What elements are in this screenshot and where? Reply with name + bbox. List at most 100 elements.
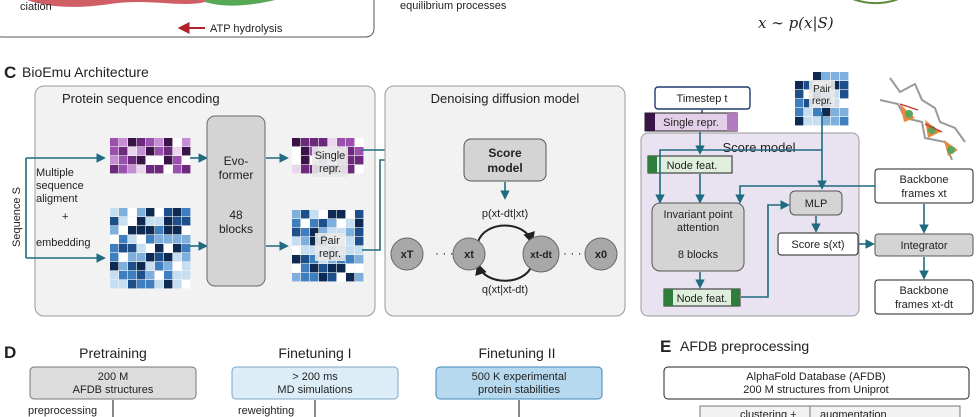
q-label: q(xt|xt-dt)	[482, 284, 528, 296]
node-feat-in-cap	[648, 156, 657, 173]
score-s-label: Score s(xt)	[791, 239, 844, 251]
plus-sign: +	[62, 211, 68, 223]
embedding-cell	[182, 208, 191, 217]
pair-repr-cell	[337, 273, 346, 282]
embedding-cell	[137, 226, 146, 235]
forward-step-arc	[475, 262, 533, 282]
encoding-title: Protein sequence encoding	[62, 91, 220, 106]
embedding-cell	[110, 271, 119, 280]
denoising-title: Denoising diffusion model	[431, 91, 580, 106]
timestep-box	[654, 86, 751, 110]
embedding-cell	[128, 262, 137, 271]
pair-repr-small-cell	[804, 90, 813, 99]
pair-repr-line-2: repr.	[319, 248, 341, 260]
pair-repr-cell	[355, 210, 364, 219]
backbone-out-line-1: Backbone	[900, 285, 949, 297]
ipa-line-2: attention	[677, 222, 719, 234]
score-panel-title: Score model	[723, 140, 796, 155]
embedding-cell	[173, 280, 182, 289]
pair-repr-cell	[292, 246, 301, 255]
embedding-cell	[137, 253, 146, 262]
embedding-cell	[146, 262, 155, 271]
pair-repr-small-cell	[804, 72, 813, 81]
embedding-cell	[173, 217, 182, 226]
pair-repr-small-cell	[831, 99, 840, 108]
embedding-cell	[128, 217, 137, 226]
embedding-cell	[146, 217, 155, 226]
node-feat-out-end	[731, 289, 740, 306]
pair-repr-cell	[337, 219, 346, 228]
msa-cell	[173, 138, 182, 147]
pair-repr-cell	[337, 228, 346, 237]
embedding-cell	[110, 226, 119, 235]
msa-cell	[146, 147, 155, 156]
pair-repr-small-cell	[840, 108, 849, 117]
ipa-line-1: Invariant point	[663, 209, 732, 221]
embedding-cell	[146, 253, 155, 262]
stage-1-box	[231, 366, 399, 400]
stage-1-line-1: > 200 ms	[292, 371, 338, 383]
pair-repr-cell	[292, 273, 301, 282]
embedding-cell	[155, 217, 164, 226]
msa-cell	[110, 147, 119, 156]
embedding-cell	[128, 226, 137, 235]
embedding-cell	[182, 235, 191, 244]
backbone-out-box	[874, 279, 974, 315]
single-repr-cell	[346, 138, 355, 147]
pair-repr-small-cell	[804, 99, 813, 108]
single-repr-cell	[301, 156, 310, 165]
embedding-label: embedding	[36, 237, 90, 249]
reverse-step-arc	[477, 224, 535, 245]
msa-cell	[119, 156, 128, 165]
afdb-box	[663, 366, 970, 400]
node-xt-dt	[522, 235, 560, 273]
embedding-cell	[137, 235, 146, 244]
msa-cell	[137, 147, 146, 156]
msa-cell	[110, 156, 119, 165]
embedding-cell	[137, 262, 146, 271]
embedding-cell	[110, 253, 119, 262]
embedding-cell	[164, 208, 173, 217]
pair-repr-small-cell	[840, 72, 849, 81]
pair-repr-small-cell	[813, 108, 822, 117]
pair-repr-small-cell	[795, 99, 804, 108]
embedding-cell	[164, 253, 173, 262]
pair-repr-cell	[310, 228, 319, 237]
pair-repr-small-cell	[795, 90, 804, 99]
embedding-heatmap	[110, 208, 191, 289]
pair-repr-small-cell	[840, 99, 849, 108]
embedding-cell	[128, 280, 137, 289]
embedding-cell	[155, 226, 164, 235]
pair-repr-cell	[346, 273, 355, 282]
msa-cell	[182, 165, 191, 174]
evoformer-blocks-1: 48	[229, 208, 243, 222]
msa-line-2: sequence	[36, 180, 84, 192]
pair-repr-cell	[292, 219, 301, 228]
pair-repr-small-cell	[822, 117, 831, 126]
single-repr-cell	[355, 138, 364, 147]
embedding-cell	[119, 271, 128, 280]
pair-repr-cell	[328, 219, 337, 228]
stage-0-line-2: AFDB structures	[73, 384, 154, 396]
pair-repr-cell	[301, 237, 310, 246]
timestep-label: Timestep t	[677, 93, 728, 105]
backbone-in-line-1: Backbone	[900, 174, 949, 186]
pair-repr-cell	[355, 219, 364, 228]
pair-repr-cell	[328, 273, 337, 282]
node-xt-dt-label: xt-dt	[530, 250, 552, 261]
integrator-box	[874, 233, 974, 257]
embedding-cell	[128, 253, 137, 262]
section-e-title: AFDB preprocessing	[680, 338, 809, 354]
msa-line-1: Multiple	[36, 167, 74, 179]
pair-repr-small-cell	[840, 90, 849, 99]
msa-cell	[173, 147, 182, 156]
atp-label: ATP hydrolysis	[210, 23, 283, 35]
panel-a-frame	[0, 0, 375, 38]
msa-cell	[128, 147, 137, 156]
pair-repr-small-cell	[795, 81, 804, 90]
pair-repr-cell	[310, 210, 319, 219]
pair-repr-small-cell	[822, 72, 831, 81]
section-d-letter: D	[4, 343, 16, 362]
backbone-out-line-2: frames xt-dt	[895, 299, 953, 311]
embedding-cell	[164, 244, 173, 253]
